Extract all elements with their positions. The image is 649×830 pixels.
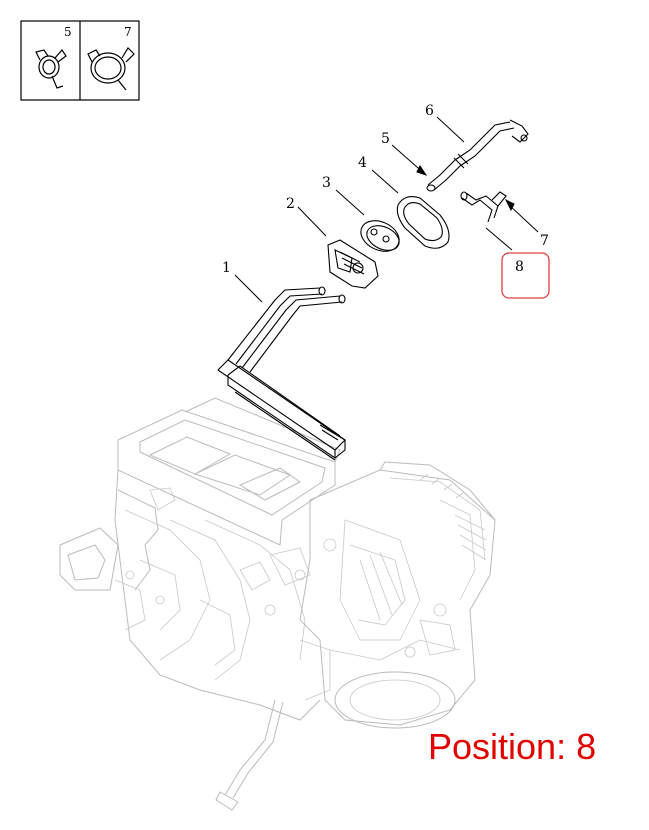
callout-3: 3 [322,175,331,191]
callout-8[interactable]: 8 [515,259,524,275]
grommet [360,220,400,252]
callout-6: 6 [425,103,434,119]
seal-plate [327,239,379,289]
highlight-box [501,252,550,299]
position-label: Position: 8 [428,726,597,767]
spring-clamp-icon [35,49,67,89]
callout-1: 1 [222,260,231,276]
heater-core [217,286,346,461]
gasket [396,196,450,249]
hose-5 [426,159,461,192]
leader-lines [234,116,539,303]
inset-label-7: 7 [124,25,132,39]
pipe-6 [453,119,529,169]
callout-7: 7 [540,233,549,249]
hose-8 [460,191,507,223]
inset-label-5: 5 [64,25,72,39]
callout-5: 5 [381,131,390,147]
clamp-inset: 5 7 [20,20,140,101]
callout-2: 2 [286,196,295,212]
callout-4: 4 [358,155,367,171]
hvac-housing [59,397,496,811]
band-clamp-icon [87,47,135,91]
